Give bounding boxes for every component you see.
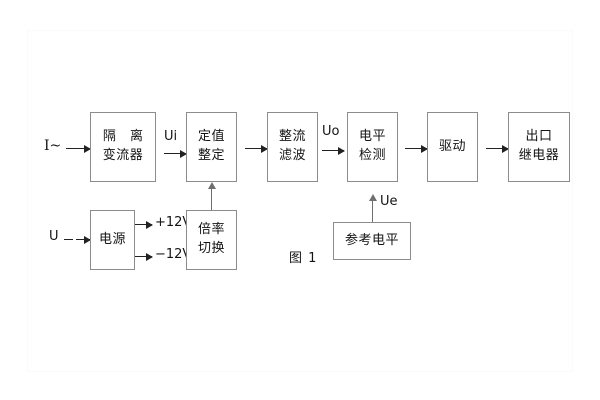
- block-output-relay-line-1: 出口: [525, 129, 553, 145]
- dash-voltage-1: [64, 239, 73, 240]
- block-level-detect-line-1: 电平: [358, 129, 386, 145]
- arrow-driver-to-output-relay: [486, 144, 509, 153]
- block-isolation-line-1: 隔 离: [102, 129, 149, 145]
- arrow-setting-to-rectifier: [245, 144, 268, 153]
- signal-label-uo: Uo: [322, 124, 340, 139]
- block-level-detect: 电平 检测: [347, 112, 398, 182]
- block-reference-level: 参考电平: [333, 222, 411, 260]
- arrow-isolation-to-setting: [164, 149, 187, 158]
- arrow-rail-positive: [135, 220, 153, 229]
- block-level-detect-line-2: 检测: [358, 148, 386, 163]
- block-setting-line-1: 定值: [197, 129, 225, 145]
- block-power-supply: 电源: [90, 210, 135, 270]
- arrow-reference-to-level-detect: [368, 194, 377, 222]
- block-ratio-switch: 倍率 切换: [186, 210, 237, 270]
- block-driver-line-1: 驱动: [438, 138, 466, 154]
- block-driver: 驱动: [427, 112, 478, 182]
- arrow-voltage-to-power-supply: [76, 235, 91, 244]
- figure-outer-frame: [27, 30, 573, 372]
- block-ratio-switch-line-1: 倍率: [197, 222, 225, 238]
- voltage-input-label: U: [49, 229, 59, 244]
- current-input-label: I~: [44, 138, 62, 154]
- rail-label-negative: −12V: [155, 247, 192, 262]
- arrow-current-to-isolation: [66, 144, 91, 153]
- block-output-relay: 出口 继电器: [508, 112, 570, 182]
- block-rectifier-line-1: 整流: [278, 129, 306, 145]
- signal-label-ue: Ue: [380, 194, 398, 209]
- signal-label-ui: Ui: [164, 129, 178, 144]
- block-setting: 定值 整定: [186, 112, 237, 182]
- block-setting-line-2: 整定: [197, 148, 225, 163]
- arrow-ratio-switch-to-setting: [207, 182, 216, 210]
- block-reference-level-line-1: 参考电平: [344, 232, 399, 248]
- block-rectifier-line-2: 滤波: [278, 148, 306, 163]
- block-output-relay-line-2: 继电器: [518, 148, 560, 163]
- block-rectifier: 整流 滤波: [267, 112, 318, 182]
- arrow-level-detect-to-driver: [405, 144, 428, 153]
- block-isolation: 隔 离 变流器: [90, 112, 156, 182]
- arrow-rail-negative: [135, 252, 153, 261]
- figure-caption: 图 1: [289, 251, 318, 266]
- block-power-supply-line-1: 电源: [98, 231, 126, 247]
- rail-label-positive: +12V: [155, 215, 192, 230]
- arrow-rectifier-to-level-detect: [322, 146, 345, 155]
- block-ratio-switch-line-2: 切换: [197, 241, 225, 256]
- block-isolation-line-2: 变流器: [102, 148, 144, 163]
